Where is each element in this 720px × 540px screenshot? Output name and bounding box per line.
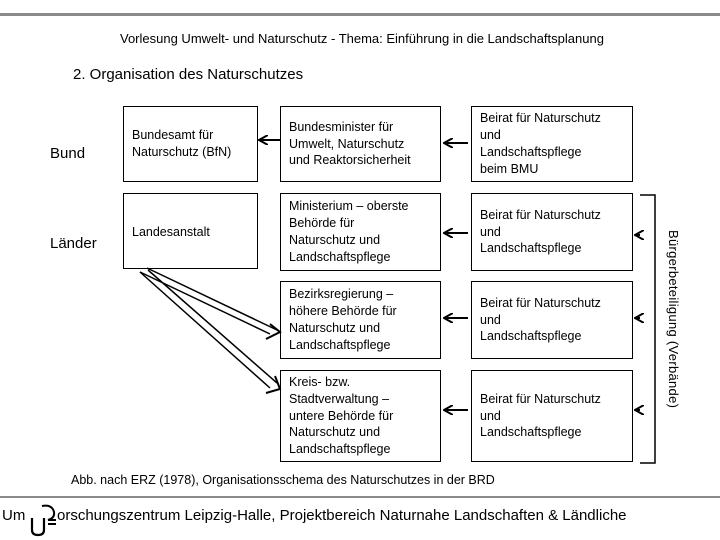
footer: Um orschungszentrum Leipzig-Halle, Proje… xyxy=(0,504,720,537)
lecture-header: Vorlesung Umwelt- und Naturschutz - Them… xyxy=(120,31,604,46)
figure-caption: Abb. nach ERZ (1978), Organisationsschem… xyxy=(71,473,495,487)
participation-bracket xyxy=(640,194,656,464)
bottom-rule xyxy=(0,496,720,498)
level-label-laender: Länder xyxy=(50,235,97,252)
level-label-bund: Bund xyxy=(50,145,86,162)
top-rule xyxy=(0,13,720,16)
side-label-participation: Bürgerbeteiligung (Verbände) xyxy=(666,230,681,409)
footer-prefix: Um xyxy=(2,507,26,524)
ufz-logo-icon xyxy=(30,504,56,537)
box-landesanstalt: Landesanstalt xyxy=(123,193,258,269)
footer-text: orschungszentrum Leipzig-Halle, Projektb… xyxy=(57,507,627,524)
box-kreisverwaltung: Kreis- bzw.Stadtverwaltung –untere Behör… xyxy=(280,370,441,462)
arrow-landesanstalt-to-kreis xyxy=(265,375,282,394)
section-title: 2. Organisation des Naturschutzes xyxy=(73,66,304,83)
arrow-landesanstalt-to-bezirk xyxy=(265,323,282,340)
